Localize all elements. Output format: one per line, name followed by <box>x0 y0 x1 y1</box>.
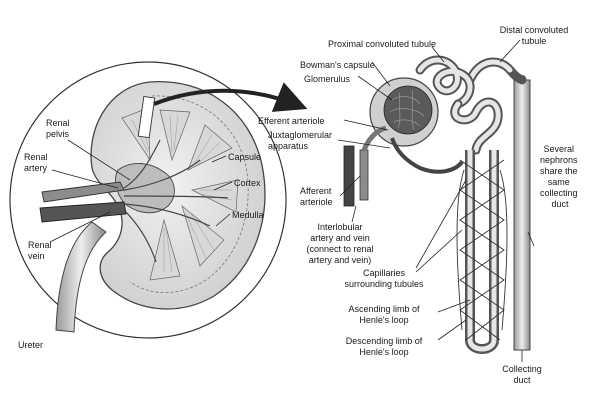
label-capsule: Capsule <box>228 152 261 162</box>
nephron-location-box <box>137 95 156 139</box>
efferent-arteriole-shape <box>390 137 464 174</box>
distal-tubule-highlight <box>467 59 513 83</box>
arterioles <box>343 125 464 207</box>
peritubular-capillaries <box>456 159 508 341</box>
interlobular-vein-shape <box>343 145 355 207</box>
renal-vein-shape <box>39 201 127 223</box>
collecting-duct-shape <box>513 79 531 351</box>
label-medulla: Medulla <box>232 210 264 220</box>
renal-artery-shape <box>41 181 125 203</box>
label-cortex: Cortex <box>234 178 261 188</box>
interlobular-artery-shape <box>359 149 369 201</box>
medulla-pyramids <box>121 107 239 281</box>
magnify-arrow <box>153 82 308 112</box>
nephron-section <box>343 55 531 354</box>
leader-lines <box>49 39 535 362</box>
glomerulus-texture <box>389 89 425 131</box>
proximal-tubule-coils <box>415 55 503 155</box>
label-proximal-tubule: Proximal convoluted tubule <box>328 39 436 49</box>
label-glomerulus: Glomerulus <box>304 74 351 84</box>
glomerulus-shape <box>383 85 433 135</box>
label-efferent-arteriole: Efferent arteriole <box>258 116 324 126</box>
kidney-section <box>9 61 287 339</box>
kidney-cortex-boundary <box>129 95 249 294</box>
label-bowmans-capsule: Bowman's capsule <box>300 60 375 70</box>
kidney-vessel-branches <box>123 139 229 263</box>
afferent-arteriole-shape <box>361 125 387 152</box>
henle-loop-shape <box>465 150 499 354</box>
ureter-shape <box>55 221 107 333</box>
kidney-frame-circle <box>9 61 287 339</box>
label-ureter: Ureter <box>18 340 43 350</box>
henle-loop-highlight <box>467 150 497 352</box>
renal-pelvis-shape <box>115 163 175 214</box>
label-several-nephrons: Several nephrons share the same collecti… <box>540 144 580 209</box>
